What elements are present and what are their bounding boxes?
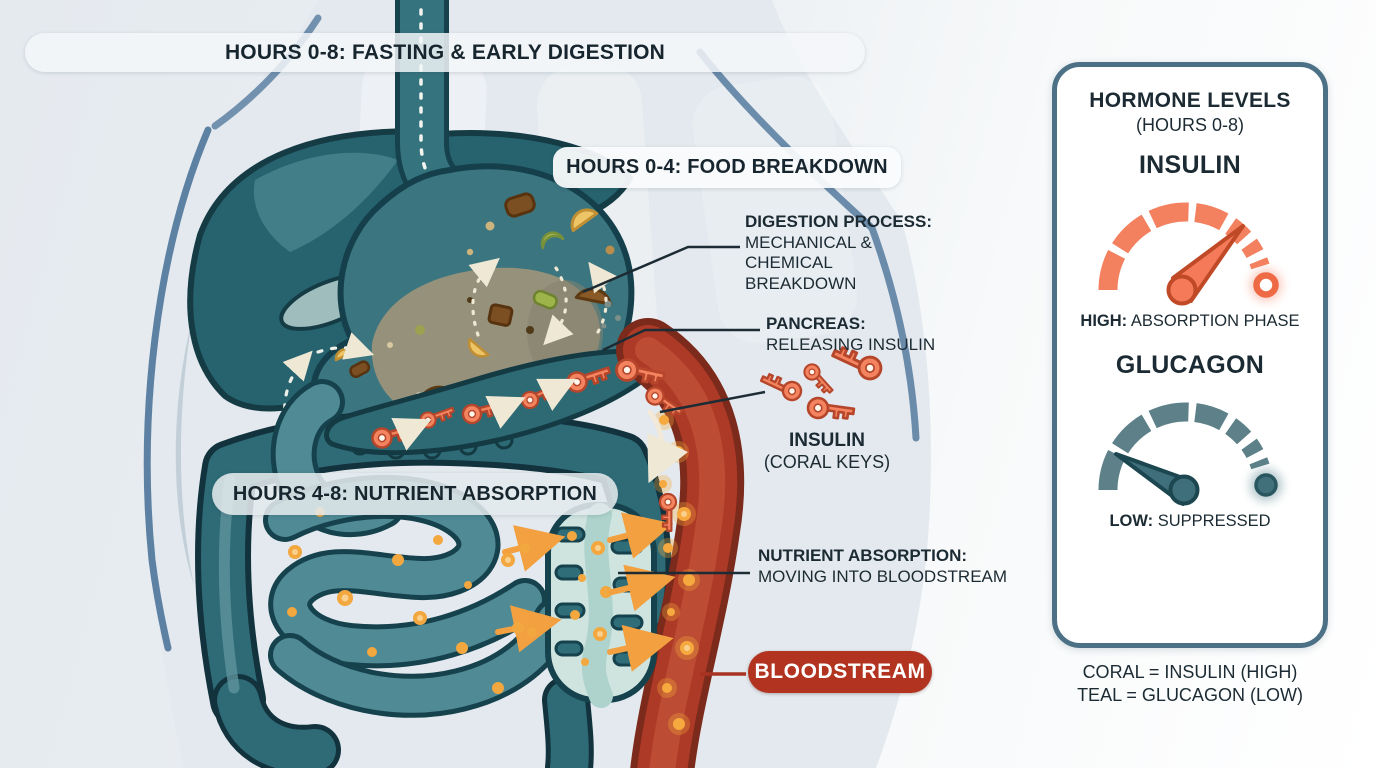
annotation-title: NUTRIENT ABSORPTION: xyxy=(758,546,968,565)
key-flow-arrows xyxy=(391,378,577,451)
annotation-digestion-process: DIGESTION PROCESS: MECHANICAL & CHEMICAL… xyxy=(745,212,937,295)
annotation-title: PANCREAS: xyxy=(766,314,866,333)
banner-phase-nutrient-absorption: HOURS 4-8: NUTRIENT ABSORPTION xyxy=(212,473,618,515)
insulin-gauge-end-dot xyxy=(1253,272,1279,298)
bloodstream-label: BLOODSTREAM xyxy=(748,651,932,693)
annotation-body: RELEASING INSULIN xyxy=(766,334,936,354)
legend-coral: CORAL = INSULIN (HIGH) xyxy=(1082,662,1298,682)
legend-teal: TEAL = GLUCAGON (LOW) xyxy=(1077,685,1303,706)
glucagon-gauge-needle xyxy=(1114,452,1200,506)
insulin-gauge xyxy=(1098,202,1282,306)
insulin-gauge-arc xyxy=(1098,202,1274,291)
insulin-status-level: HIGH: xyxy=(1080,312,1128,330)
annotation-body: MECHANICAL & CHEMICAL BREAKDOWN xyxy=(745,232,872,294)
churn-dashed-arrows xyxy=(416,257,618,418)
insulin-key-icons-flow xyxy=(369,356,687,532)
glucagon-status: LOW: SUPPRESSED xyxy=(1057,512,1323,531)
annotation-insulin-keys: INSULIN (CORAL KEYS) xyxy=(756,429,898,474)
panel-subtitle: (HOURS 0-8) xyxy=(1135,115,1244,135)
nutrient-dots xyxy=(287,507,537,694)
glucagon-gauge xyxy=(1098,402,1282,506)
insulin-gauge-needle xyxy=(1166,224,1245,306)
villi-nutrient-dots xyxy=(567,531,612,666)
banner-phase-food-breakdown: HOURS 0-4: FOOD BREAKDOWN xyxy=(553,147,901,188)
banner-phase-fasting: HOURS 0-8: FASTING & EARLY DIGESTION xyxy=(25,33,865,72)
glucagon-status-level: LOW: xyxy=(1109,512,1154,530)
annotation-nutrient-absorption: NUTRIENT ABSORPTION: MOVING INTO BLOODST… xyxy=(758,546,1030,587)
annotation-title: INSULIN xyxy=(789,430,865,451)
insulin-status: HIGH: ABSORPTION PHASE xyxy=(1057,312,1323,331)
blood-flow-arrow xyxy=(647,409,688,484)
insulin-status-desc: ABSORPTION PHASE xyxy=(1130,312,1300,330)
hormone-levels-panel: HORMONE LEVELS (HOURS 0-8) INSULIN HIGH:… xyxy=(1052,62,1328,648)
glucagon-heading: GLUCAGON xyxy=(1115,351,1265,379)
glucagon-status-desc: SUPPRESSED xyxy=(1157,512,1271,530)
panel-title: HORMONE LEVELS xyxy=(1089,89,1291,112)
insulin-heading: INSULIN xyxy=(1138,151,1242,179)
glucagon-gauge-end-dot xyxy=(1254,473,1278,497)
annotation-title: DIGESTION PROCESS: xyxy=(745,212,933,231)
bloodstream-vessel xyxy=(616,318,745,768)
annotation-body: MOVING INTO BLOODSTREAM xyxy=(758,566,1008,586)
annotation-connector-lines xyxy=(582,245,766,676)
annotation-pancreas: PANCREAS: RELEASING INSULIN xyxy=(766,314,966,355)
color-legend: CORAL = INSULIN (HIGH) TEAL = GLUCAGON (… xyxy=(1050,661,1330,708)
annotation-subtitle: (CORAL KEYS) xyxy=(763,452,891,473)
